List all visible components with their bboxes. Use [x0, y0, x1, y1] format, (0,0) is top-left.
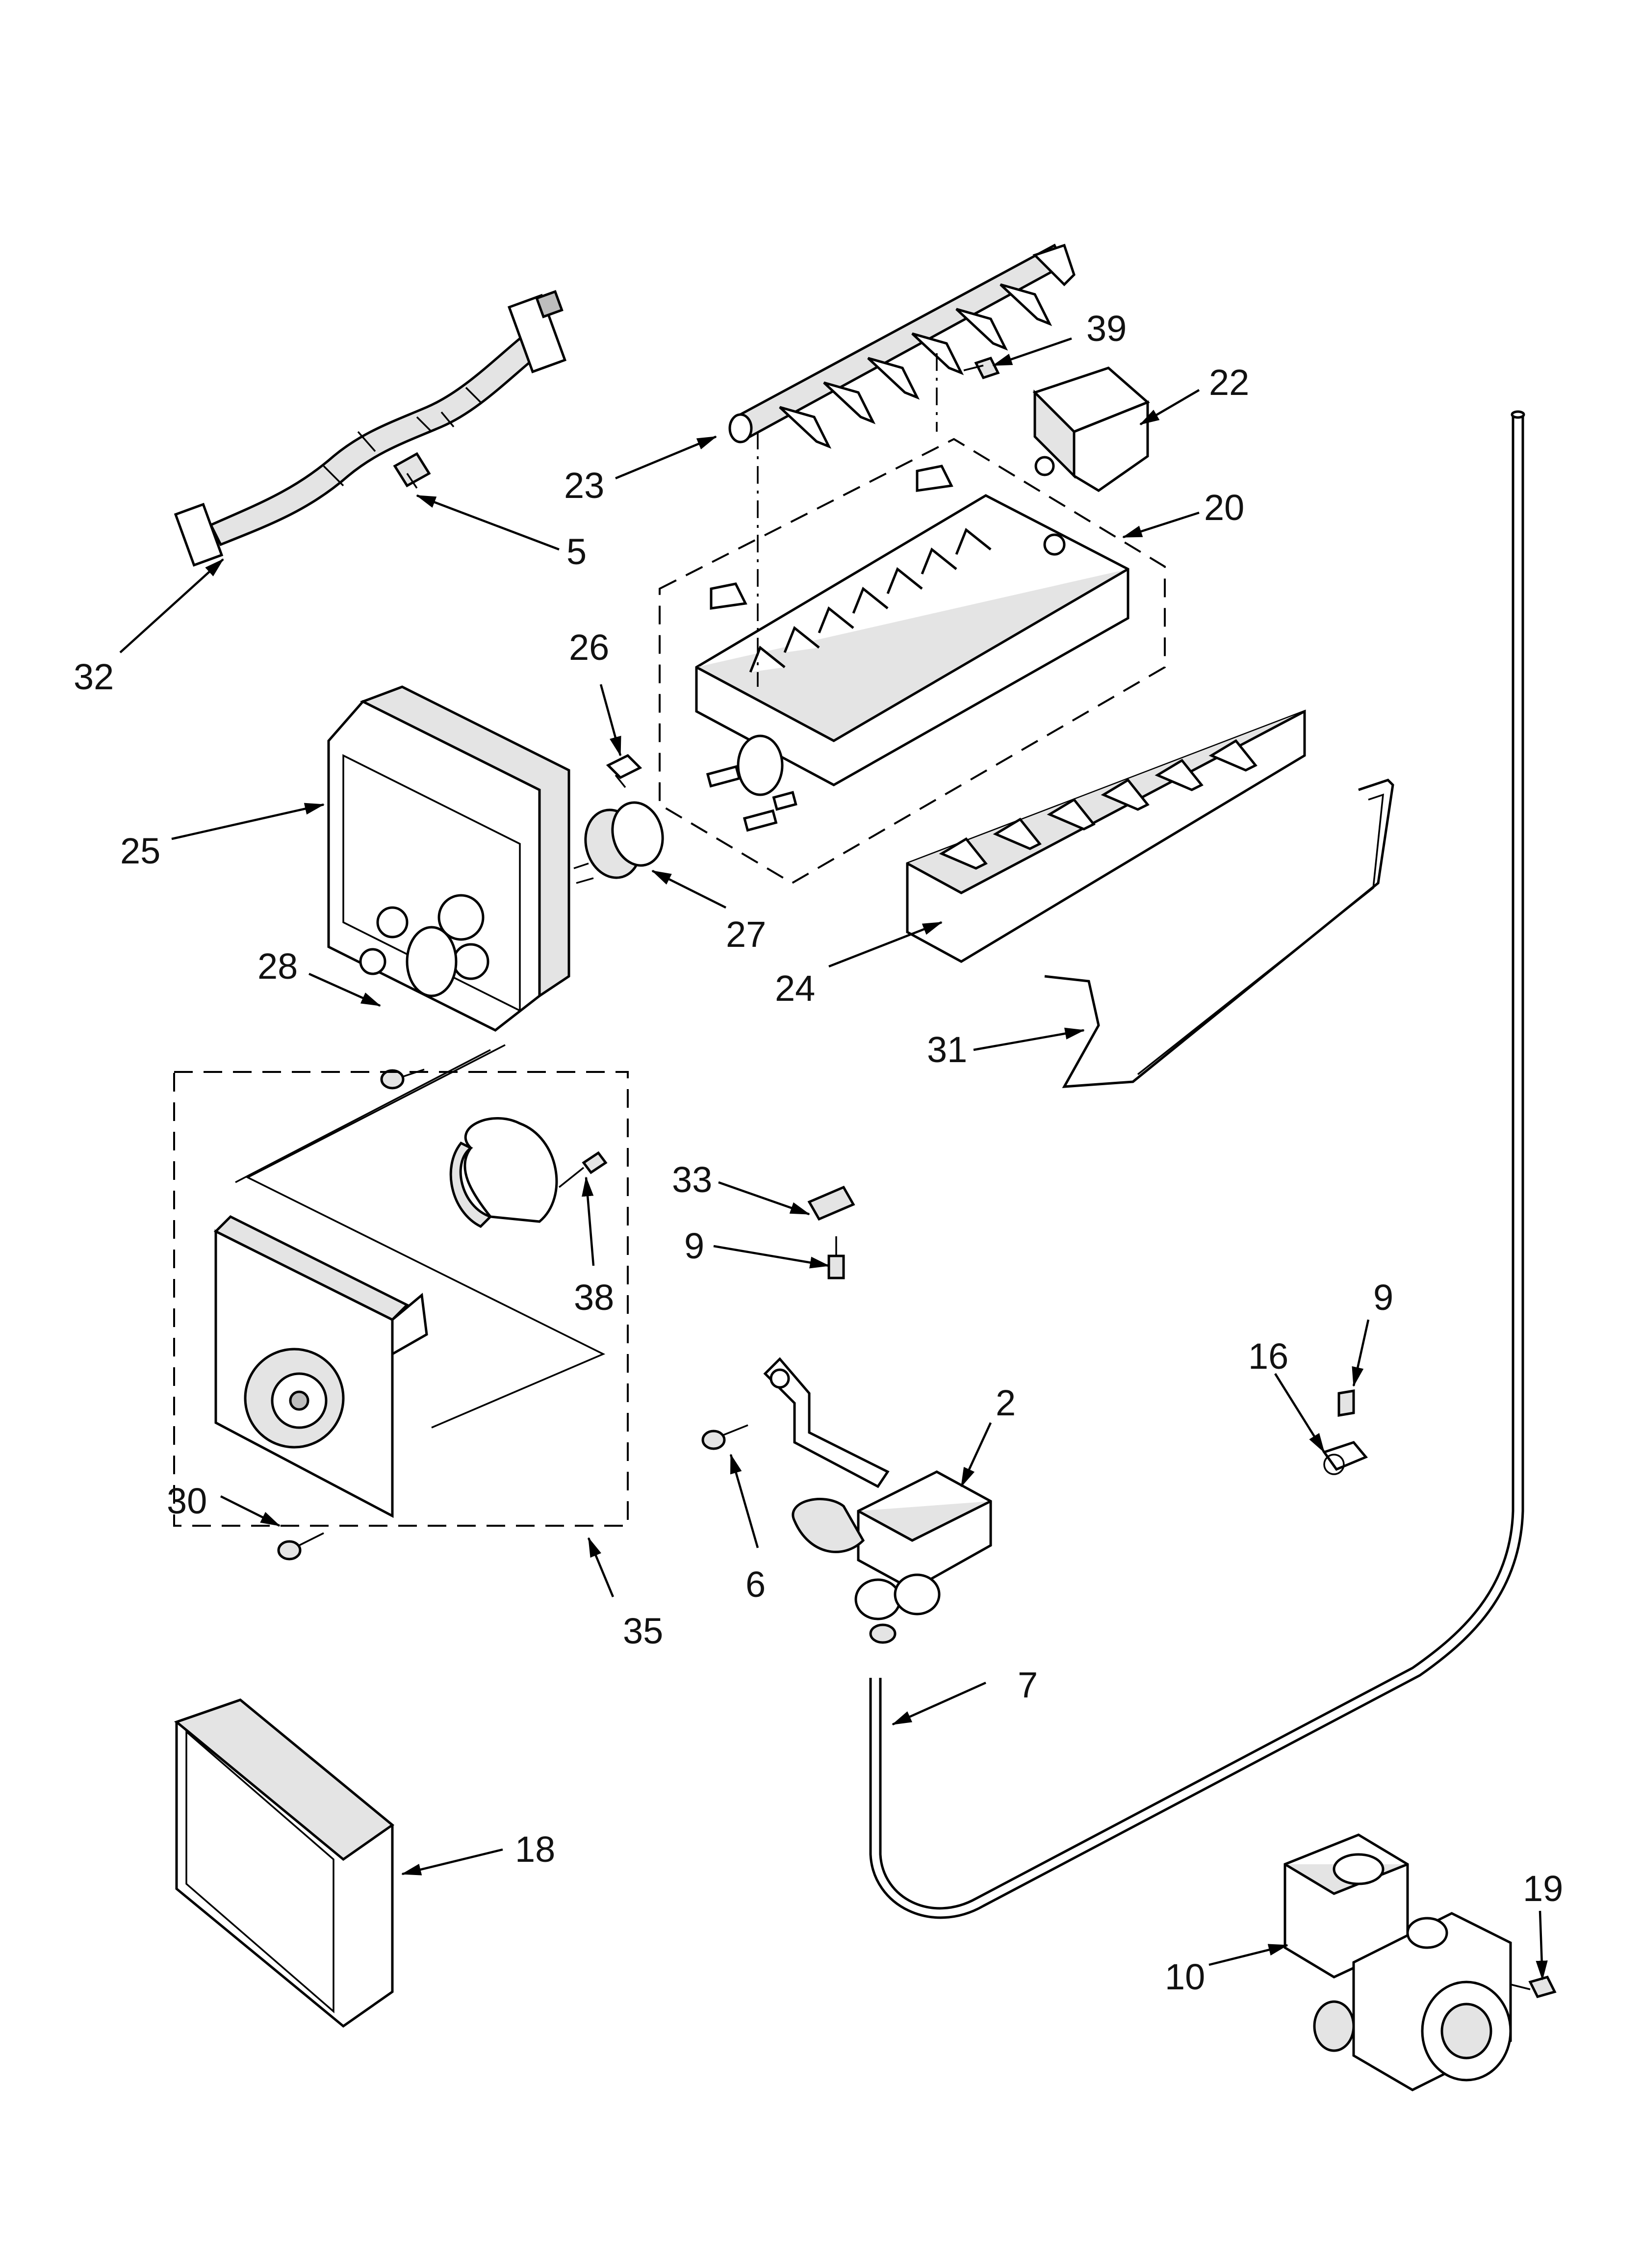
screw-6 [701, 1424, 748, 1450]
water-inlet-valve [763, 1357, 992, 1644]
callout-16: 16 [1248, 1336, 1288, 1377]
callout-22: 22 [1209, 362, 1249, 403]
callout-35: 35 [623, 1611, 663, 1651]
callout-33: 33 [672, 1159, 712, 1200]
screw-19 [1510, 1976, 1557, 1998]
module-plate [213, 1215, 428, 1518]
callout-23: 23 [564, 465, 604, 506]
callout-27: 27 [726, 914, 766, 955]
screw-9a [827, 1236, 845, 1279]
callout-30: 30 [167, 1481, 207, 1521]
screw-38 [558, 1151, 608, 1188]
callout-2: 2 [996, 1382, 1016, 1423]
shutoff-arm-clip [606, 754, 642, 788]
ice-mold [659, 438, 1166, 885]
water-valve-10 [1283, 1833, 1512, 2091]
thermostat [573, 801, 664, 884]
control-housing [327, 685, 570, 1032]
screw-9b [1337, 1389, 1355, 1417]
callout-19: 19 [1523, 1868, 1563, 1909]
callout-38: 38 [574, 1277, 614, 1318]
callout-39: 39 [1086, 308, 1127, 349]
ice-stripper [906, 709, 1306, 963]
clamp-16 [1322, 1441, 1368, 1475]
callout-7: 7 [1018, 1665, 1038, 1705]
leader-lines [119, 337, 1548, 1981]
module-motor [449, 1117, 558, 1228]
callout-31: 31 [927, 1029, 967, 1070]
screw-30 [277, 1532, 324, 1561]
callout-10: 10 [1165, 1956, 1205, 1997]
wire-clip [393, 452, 431, 489]
callout-18: 18 [515, 1829, 555, 1870]
callout-24: 24 [775, 968, 815, 1009]
screw-39 [963, 356, 1000, 380]
shutoff-arm [1044, 779, 1394, 1088]
callout-26: 26 [569, 627, 609, 668]
callout-28: 28 [257, 946, 298, 987]
water-tube [879, 415, 1514, 1910]
callout-6: 6 [745, 1564, 766, 1605]
bracket-33 [807, 1185, 855, 1221]
ejector-blade [728, 243, 1076, 449]
callout-labels: 39 22 23 20 5 32 26 25 27 24 28 31 33 9 … [74, 308, 1563, 1997]
callout-5: 5 [566, 531, 587, 572]
screw-28 [380, 1069, 425, 1090]
module-assembly-box [173, 1071, 629, 1527]
callout-32: 32 [74, 656, 114, 697]
foam-pad [174, 1698, 395, 2028]
callout-9a: 9 [684, 1225, 704, 1266]
callout-20: 20 [1204, 487, 1244, 528]
callout-25: 25 [120, 831, 160, 871]
callout-9b: 9 [1373, 1277, 1393, 1318]
wire-harness [174, 290, 567, 567]
fill-cup [1032, 366, 1150, 492]
